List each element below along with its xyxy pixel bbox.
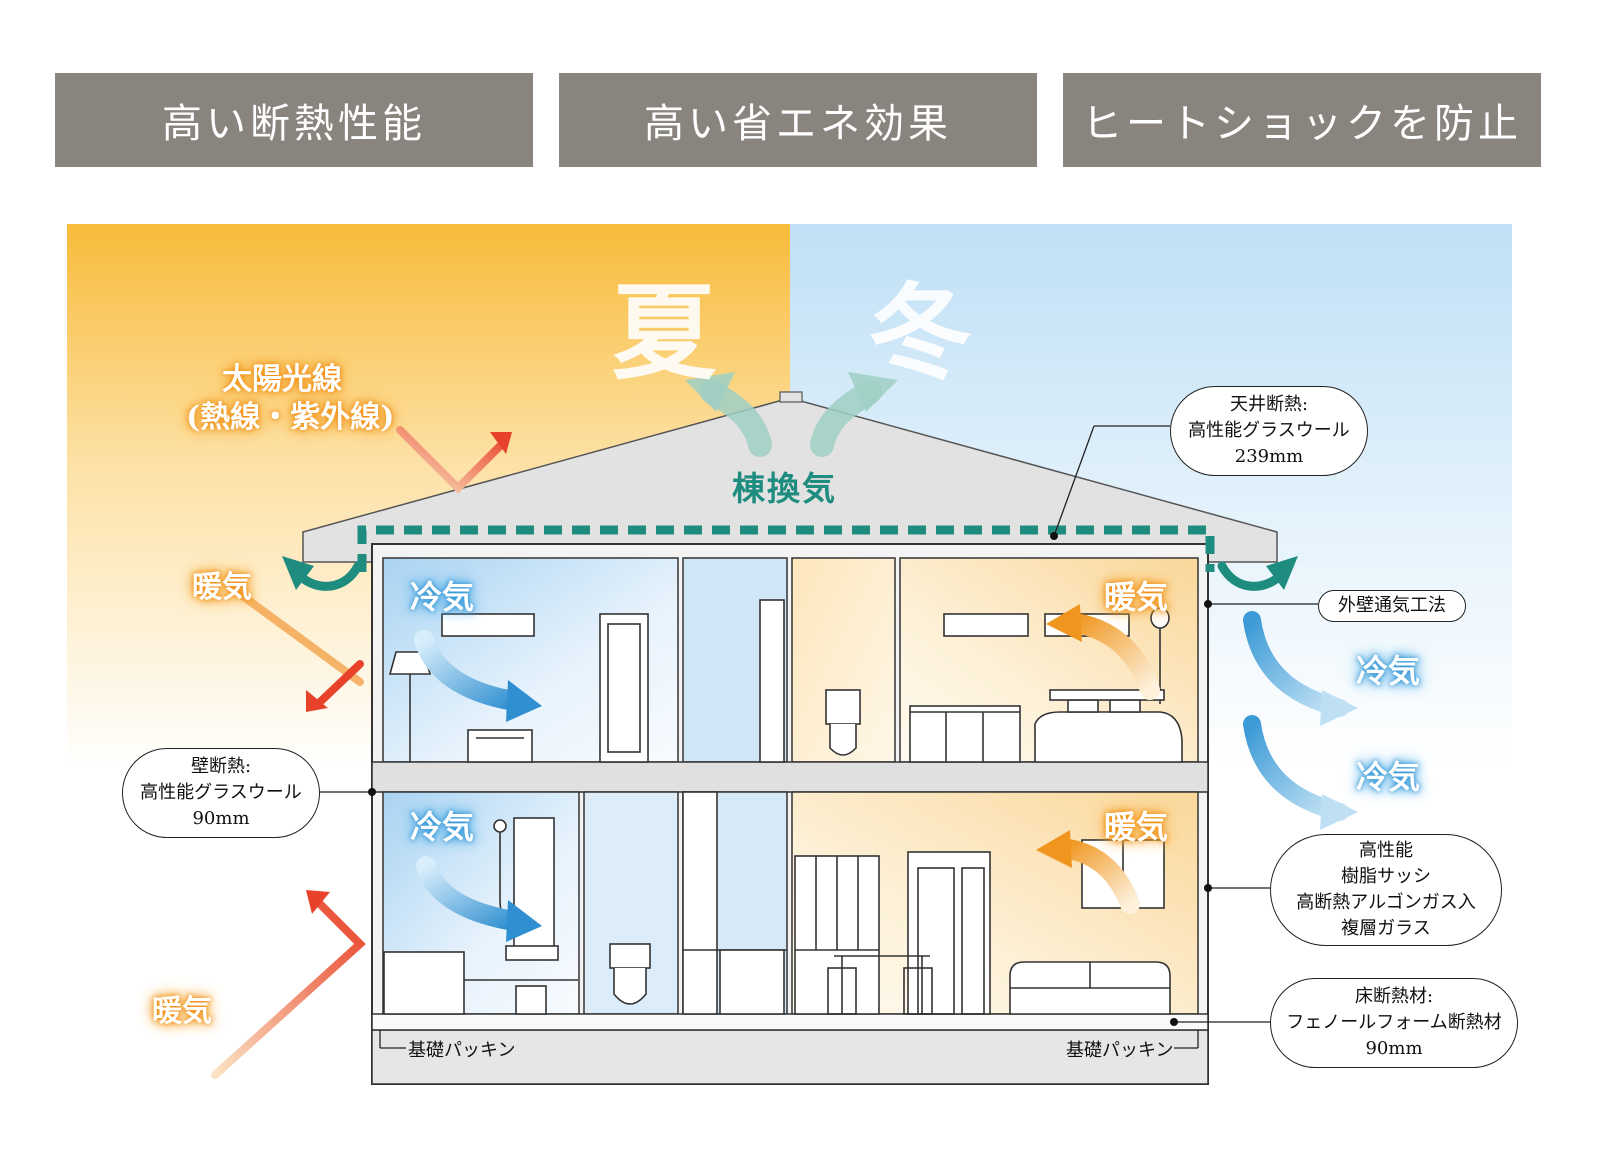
foundation	[371, 1029, 1209, 1085]
outer-wall-ventilation-tag: 外壁通気工法	[1318, 590, 1466, 622]
warm-air-label-1f: 暖気	[1104, 808, 1169, 846]
banner-heat-shock: ヒートショックを防止	[1063, 73, 1541, 167]
ceiling-insulation-callout: 天井断熱: 高性能グラスウール 239mm	[1170, 386, 1368, 476]
winter-label: 冬	[868, 271, 973, 394]
outer-wall-ventilation-label: 外壁通気工法	[1338, 595, 1446, 616]
floor-slab	[371, 761, 1209, 793]
sunlight-label: 太陽光線	[222, 362, 342, 397]
window-line-4: 複層ガラス	[1341, 918, 1431, 939]
warm-air-label-outside-upper: 暖気	[192, 570, 252, 605]
foundation-packing-right: 基礎パッキン	[1066, 1040, 1174, 1061]
ceiling-insulation-thickness: 239mm	[1234, 446, 1304, 467]
window-callout: 高性能 樹脂サッシ 高断熱アルゴンガス入 複層ガラス	[1270, 834, 1502, 946]
banner-insulation: 高い断熱性能	[55, 73, 533, 167]
cool-air-label-outside-upper: 冷気	[1356, 652, 1421, 690]
sunlight-sub-label: (熱線・紫外線)	[186, 400, 395, 435]
floor-insulation-callout: 床断熱材: フェノールフォーム断熱材 90mm	[1270, 978, 1518, 1068]
ceiling-insulation-title: 天井断熱:	[1229, 394, 1309, 415]
summer-label: 夏	[612, 271, 717, 394]
window-line-1: 高性能	[1359, 840, 1413, 861]
eave-arrow-left	[295, 561, 363, 591]
banner-energy-saving: 高い省エネ効果	[559, 73, 1037, 167]
cool-air-arrow-2f	[414, 630, 530, 712]
window-line-3: 高断熱アルゴンガス入	[1296, 892, 1476, 913]
cool-air-label-outside-lower: 冷気	[1356, 758, 1421, 796]
ceiling-insulation-material: 高性能グラスウール	[1188, 420, 1350, 441]
floor-insulation-thickness: 90mm	[1365, 1038, 1423, 1059]
wall-insulation-material: 高性能グラスウール	[140, 782, 302, 803]
floor-insulation-title: 床断熱材:	[1354, 986, 1434, 1007]
sun-ray-arrow	[396, 426, 504, 494]
ventilation-path	[357, 525, 1215, 572]
foundation-packing-left: 基礎パッキン	[408, 1040, 516, 1061]
window-line-2: 樹脂サッシ	[1341, 866, 1431, 887]
roof	[302, 397, 1278, 563]
wall-insulation-title: 壁断熱:	[190, 756, 252, 777]
warm-air-label-outside-lower: 暖気	[152, 994, 212, 1029]
warm-air-out-arrow-upper	[236, 590, 364, 686]
cool-air-arrow-1f	[416, 856, 530, 932]
warm-air-in-arrow-lower	[211, 900, 366, 1079]
eave-arrow-right	[1217, 561, 1285, 591]
warm-air-arrow-2f	[1060, 612, 1160, 700]
wall-insulation-thickness: 90mm	[192, 808, 250, 829]
cool-air-label-2f: 冷気	[410, 578, 475, 616]
cool-air-label-1f: 冷気	[410, 808, 475, 846]
wall-insulation-callout: 壁断熱: 高性能グラスウール 90mm	[122, 748, 320, 838]
floor-insulation-material: フェノールフォーム断熱材	[1286, 1012, 1502, 1033]
warm-air-label-2f: 暖気	[1104, 578, 1169, 616]
ridge-vent-label: 棟換気	[732, 469, 837, 508]
